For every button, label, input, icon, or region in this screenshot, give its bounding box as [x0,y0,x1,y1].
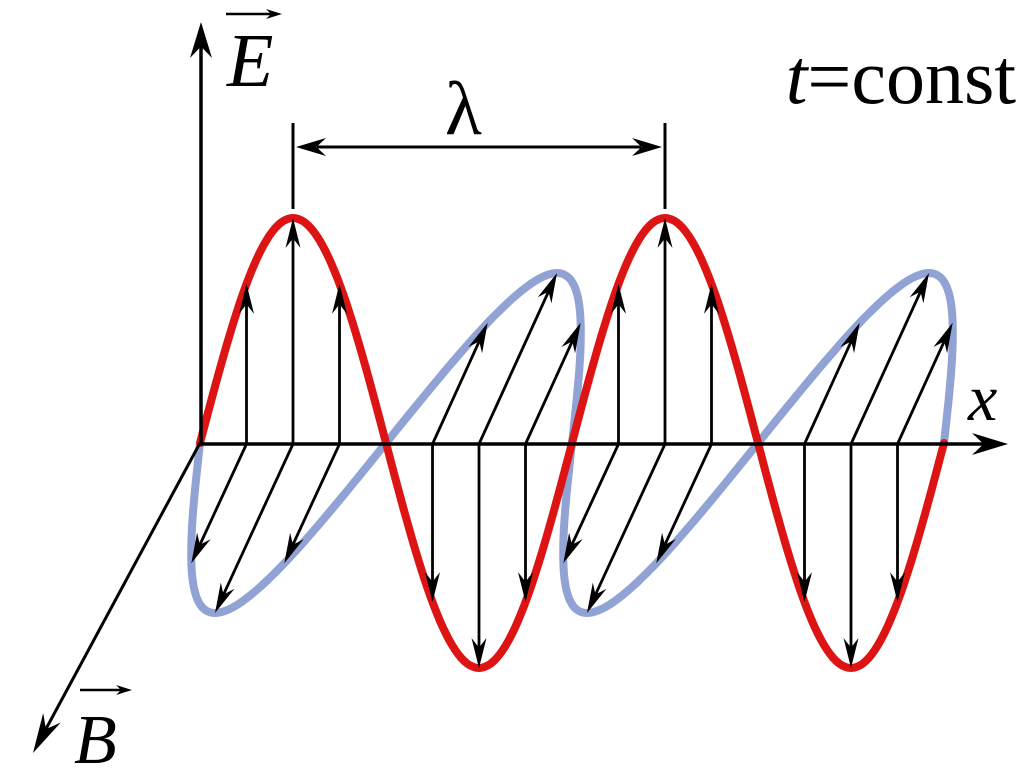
b-vector-overbar [80,685,132,695]
b-field-arrow [431,322,488,445]
e-field-arrow [285,218,301,444]
x-axis-label: x [967,362,997,435]
vector-overbar-arrows [80,9,282,695]
b-field-arrow [524,322,581,445]
lambda-right-arrowhead [632,138,662,156]
b-axis-label: B [74,702,117,770]
b-field-arrow [656,443,713,564]
b-field-arrow [215,443,295,613]
e-field-arrow [471,444,487,668]
field-vector-arrows [191,218,953,668]
e-field-arrow [657,218,673,444]
b-field-arrow [284,443,341,564]
e-field-arrow [518,444,533,603]
b-field-arrow [803,322,860,445]
e-axis-label: E [226,19,273,103]
wavelength-label: λ [445,67,482,151]
time-annotation-const: =const [807,33,1016,120]
e-field-arrow [425,444,440,603]
e-field-arrow [797,444,812,603]
wavelength-annotation [291,123,667,209]
e-field-arrow [704,283,719,444]
x-axis [200,433,1008,455]
b-axis [33,442,202,753]
time-annotation-t: t [786,33,810,120]
e-vector-overbar [226,9,282,19]
b-field-arrow [563,443,620,564]
e-field-arrow [890,444,905,603]
b-field-arrow [477,273,557,445]
time-annotation: t=const [786,33,1017,120]
b-field-arrow [587,443,667,613]
b-field-arrow [896,322,953,445]
e-field-arrow [239,283,254,444]
e-field-arrow [611,283,626,444]
e-axis [190,22,212,443]
e-field-arrow [843,444,859,668]
axes [33,22,1008,753]
lambda-left-arrowhead [296,138,326,156]
e-field-arrow [332,283,347,444]
b-field-arrow [191,443,248,564]
b-field-arrow [849,273,929,445]
